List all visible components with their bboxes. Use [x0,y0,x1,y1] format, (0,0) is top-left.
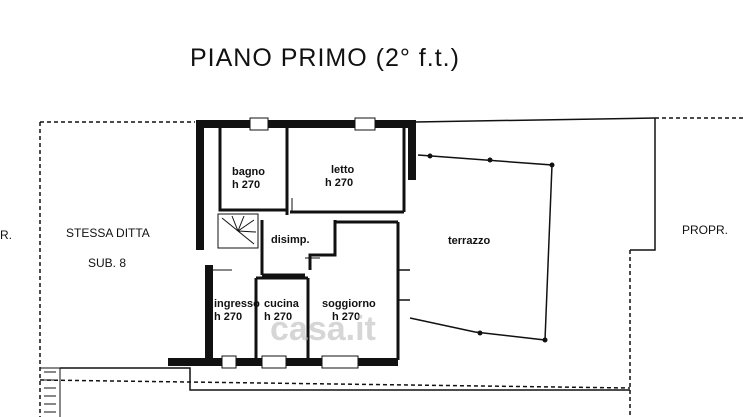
wall-top [196,120,416,128]
room-soggiorno: soggiorno h 270 [322,298,376,324]
room-bagno: bagno h 270 [232,166,265,192]
watermark: casa.it [270,310,376,348]
label-neighbor-right: PROPR. [682,223,729,237]
terrace-top-line [414,117,656,123]
room-letto: letto h 270 [325,164,354,190]
room-ingresso: ingresso h 270 [214,298,260,324]
room-letto-name: letto [331,164,355,176]
stair-spiral [221,215,257,245]
window-soggiorno [321,355,359,369]
wall-right-upper [408,120,416,180]
window-cucina [261,355,287,369]
terrace-dot-5 [542,337,548,343]
window-letto [354,117,376,131]
room-ingresso-height: h 270 [214,311,243,323]
terrace-door [398,269,410,301]
window-ingresso [221,355,237,369]
label-neighbor-left-1: STESSA DITTA [66,226,150,240]
room-cucina-name: cucina [264,298,299,310]
wall-left-lower [205,265,213,365]
label-left-edge: R. [0,228,12,242]
room-bagno-height: h 270 [232,179,261,191]
room-disimp-name: disimp. [271,234,310,246]
room-disimp: disimp. [271,234,310,247]
room-ingresso-name: ingresso [214,298,260,310]
room-soggiorno-name: soggiorno [322,298,376,310]
terrace-dot-3 [549,162,555,168]
page-title: PIANO PRIMO (2° f.t.) [190,44,460,72]
room-letto-height: h 270 [325,177,354,189]
stair-left [40,367,61,417]
room-soggiorno-height: h 270 [332,311,361,323]
terrace-dot-4 [477,330,483,336]
room-bagno-name: bagno [232,166,265,178]
window-bagno [249,117,269,131]
room-terrazzo: terrazzo [448,235,490,248]
bottom-line [60,367,630,391]
bottom-dashed-line [39,379,631,389]
wall-left-upper [196,120,204,250]
terrace-dot-1 [427,153,433,159]
label-neighbor-left-2: SUB. 8 [88,256,127,270]
terrace-right-line [630,118,656,251]
wall-disimp-right [308,220,337,270]
room-cucina: cucina h 270 [264,298,299,324]
terrace-dot-2 [487,157,493,163]
stair-box [217,213,259,249]
room-terrazzo-name: terrazzo [448,235,491,247]
room-cucina-height: h 270 [264,311,293,323]
wall-bagno-bottom [218,128,287,212]
